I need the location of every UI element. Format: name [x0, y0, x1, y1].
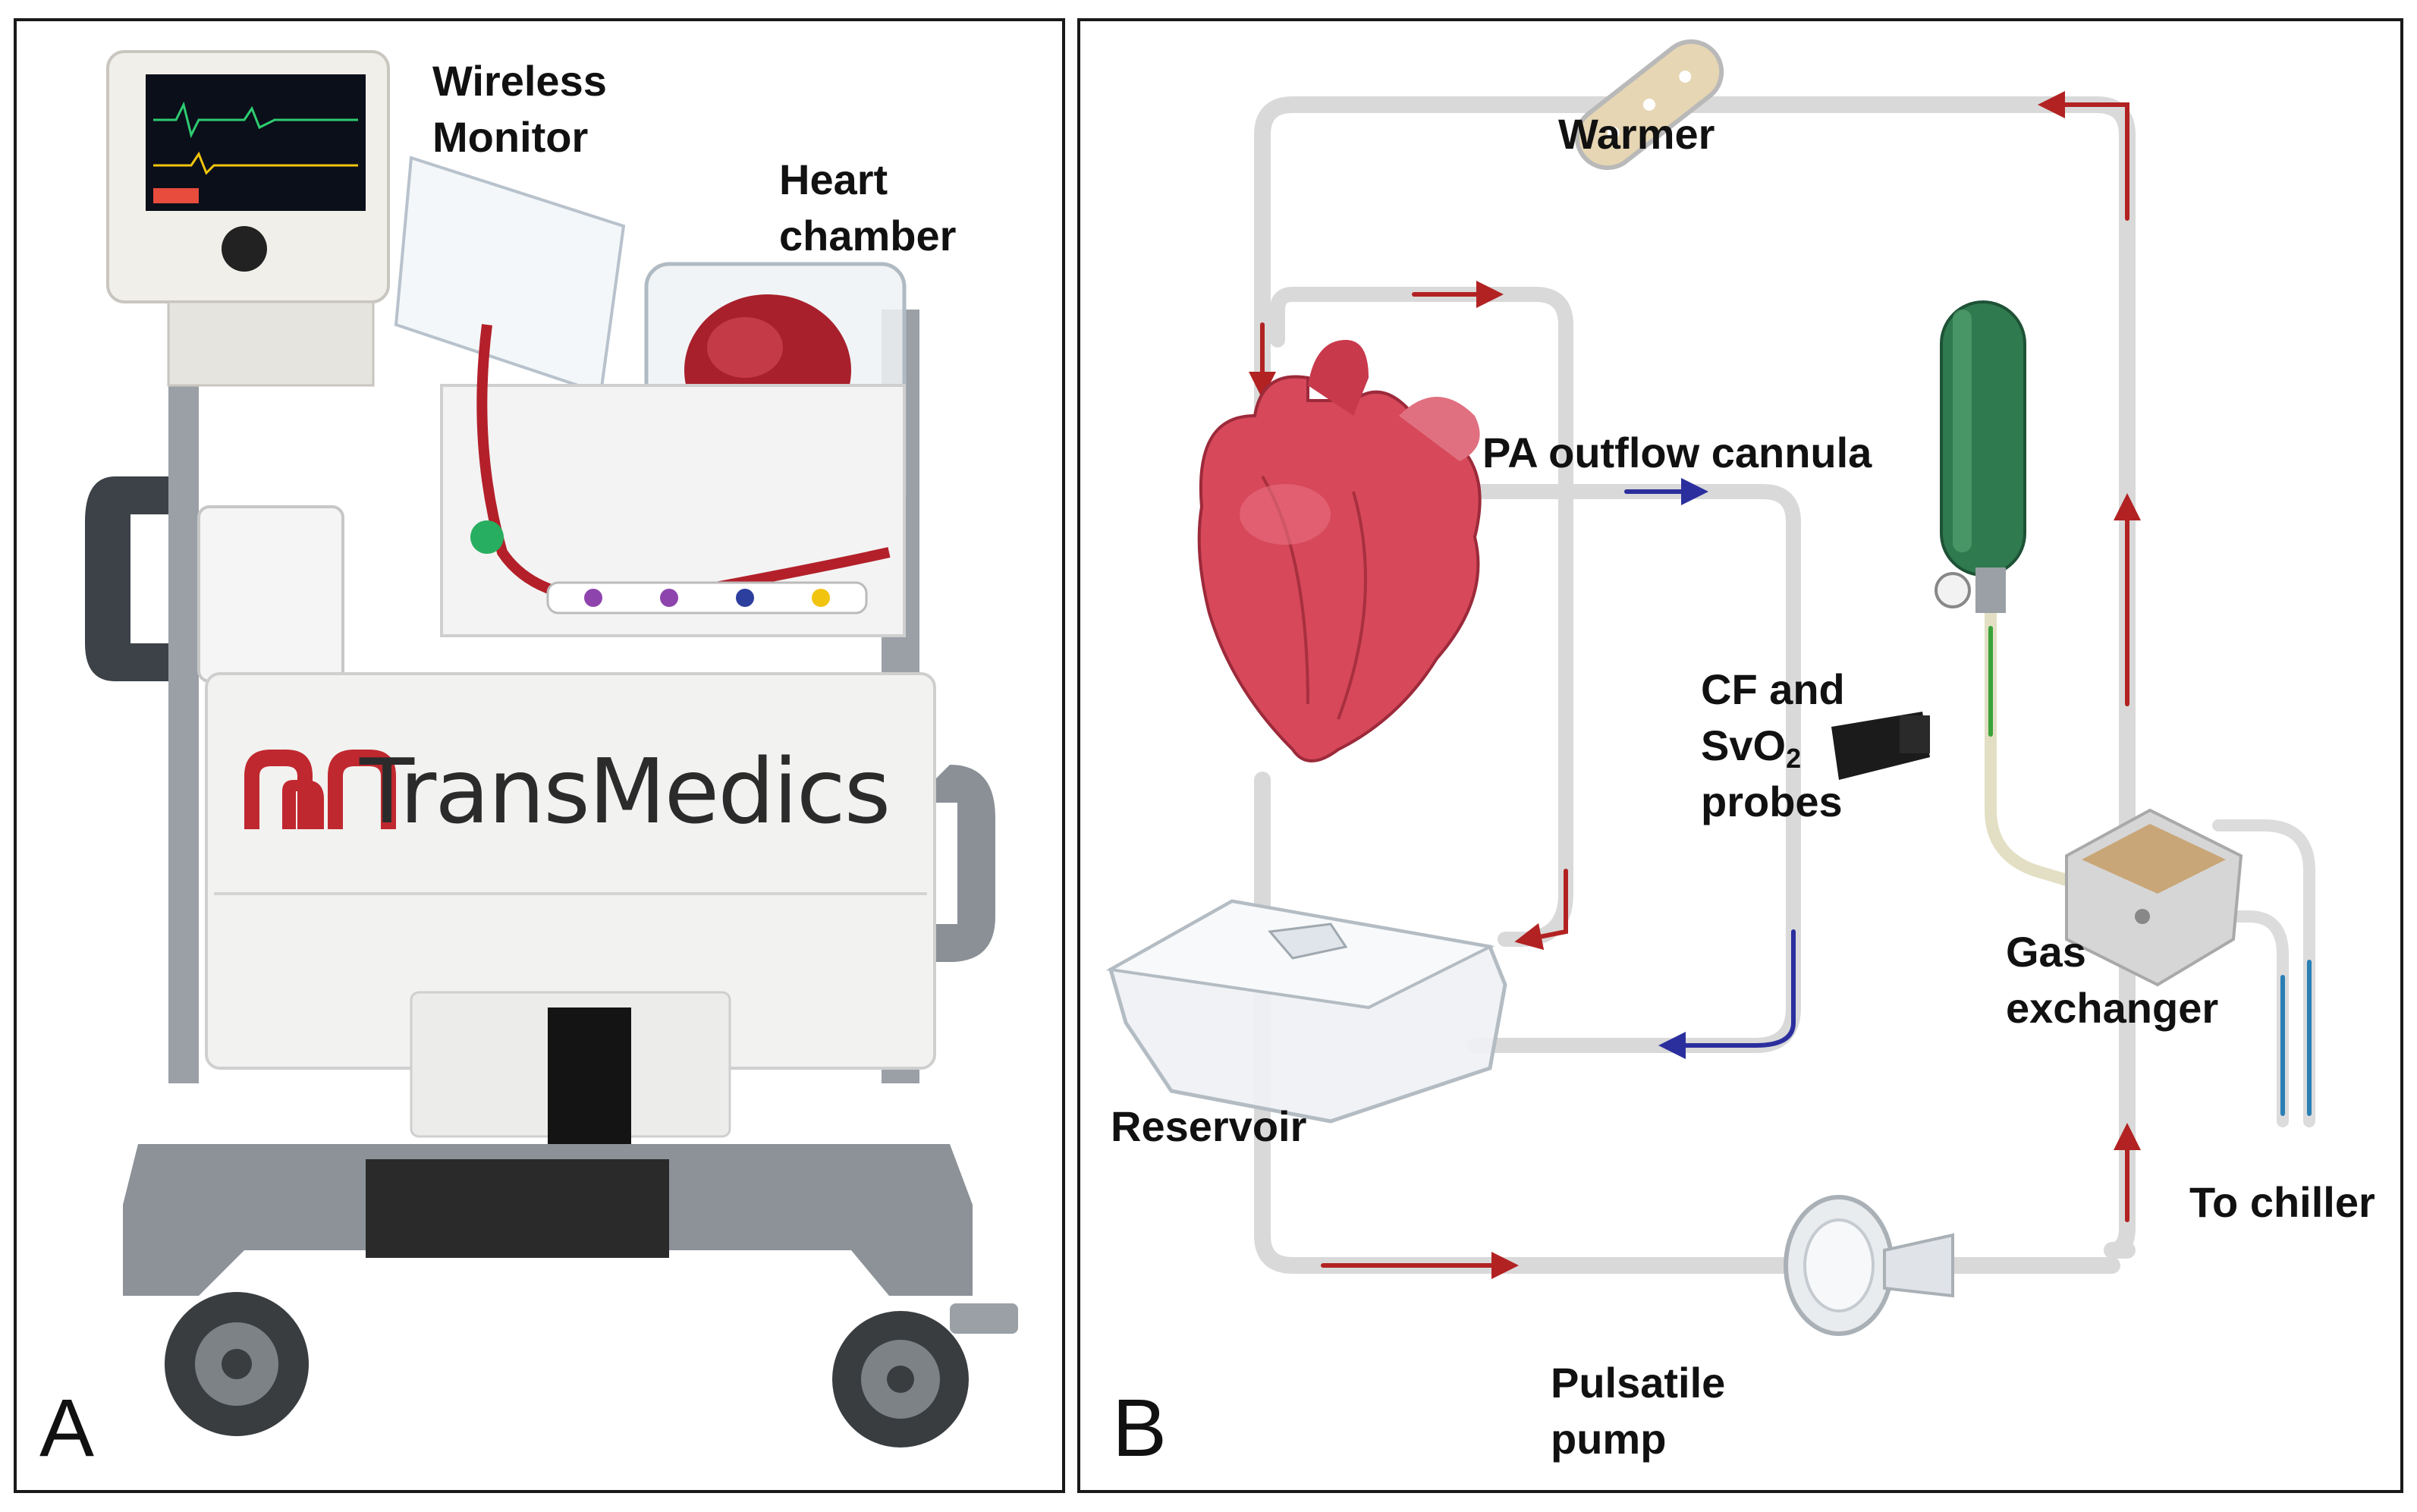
- label-exchanger: exchanger: [2006, 984, 2219, 1032]
- arrow-to-reservoir-blue: [1658, 929, 1796, 1059]
- flow-indicators: [1249, 91, 2312, 1279]
- label-to-chiller: To chiller: [2189, 1178, 2375, 1226]
- tube-oxygen-line: [1985, 592, 2118, 900]
- base-foot-pad: [366, 1159, 669, 1258]
- panel-b-circuit-diagram: Warmer PA outflow cannula CF and SvO2 pr…: [1077, 18, 2403, 1493]
- cf-svo2-probe: [1831, 712, 1930, 780]
- stopcock-4: [812, 589, 830, 607]
- reservoir-container: [1105, 899, 1507, 1124]
- chamber-lid-open: [394, 156, 626, 395]
- perfusion-circuit-schematic: [1105, 39, 2315, 1336]
- warmer-device: [1574, 39, 1724, 171]
- pulsatile-pump-device: [1784, 1195, 1954, 1336]
- transmedics-brand-text: TransMedics: [360, 739, 891, 844]
- stopcock-2: [660, 589, 678, 607]
- solution-bag-holder: [197, 505, 344, 683]
- left-handle: [85, 476, 168, 681]
- left-caster-wheel: [165, 1292, 309, 1436]
- label-monitor: Monitor: [432, 113, 589, 161]
- oxygen-connector: [470, 520, 504, 554]
- tube-reservoir-to-pump: [1254, 772, 2120, 1274]
- monitor-waveform-yellow: [153, 151, 358, 175]
- panel-letter-a: A: [39, 1382, 95, 1473]
- gas-exchanger-device: [2065, 808, 2243, 987]
- tube-chiller-in: [2212, 910, 2289, 1127]
- monitor-readout-red: [153, 188, 199, 203]
- label-warmer: Warmer: [1558, 110, 1715, 158]
- pressure-gauge: [1935, 572, 1971, 608]
- arrow-to-reservoir-red: [1514, 869, 1568, 951]
- panel-a-device-photo: TransMedics Wireless Monitor Heart chamb…: [14, 18, 1065, 1493]
- tube-arterial-top-loop: [1254, 96, 2136, 1259]
- label-svo2-base: SvO: [1701, 721, 1787, 769]
- label-wireless: Wireless: [432, 57, 607, 105]
- oxygen-cylinder: [1935, 300, 2026, 613]
- label-gas: Gas: [2006, 928, 2086, 976]
- right-caster-wheel: [832, 1311, 969, 1448]
- heart-illustration: [1197, 340, 1482, 762]
- monitor-knob: [222, 226, 267, 272]
- label-pulsatile: Pulsatile: [1551, 1359, 1726, 1407]
- arrow-top-right: [2038, 91, 2129, 221]
- right-handle: [912, 765, 995, 962]
- label-reservoir: Reservoir: [1111, 1102, 1307, 1150]
- label-probes: probes: [1701, 778, 1843, 825]
- tube-coronary-return: [1270, 287, 1573, 947]
- stopcock-3: [736, 589, 754, 607]
- label-heart: Heart: [779, 156, 888, 203]
- label-svo2-subscript: 2: [1786, 743, 1802, 774]
- monitor-waveform-green: [153, 101, 358, 139]
- monitor-mount: [167, 300, 375, 387]
- drawer-slot: [548, 1007, 631, 1144]
- label-pump: pump: [1551, 1415, 1667, 1463]
- brake-pedal: [950, 1303, 1018, 1334]
- label-pa-outflow-cannula: PA outflow cannula: [1482, 429, 1872, 476]
- tubing-manifold: [546, 581, 868, 615]
- stopcock-1: [584, 589, 602, 607]
- cart-rear-post: [168, 340, 199, 1083]
- panel-letter-b: B: [1112, 1382, 1168, 1473]
- label-chamber: chamber: [779, 212, 957, 259]
- heart-highlight: [707, 317, 783, 378]
- label-cf-and: CF and: [1701, 665, 1845, 713]
- ocs-heart-device-illustration: [85, 50, 1018, 1448]
- tube-chiller-out: [2212, 819, 2315, 1127]
- label-svo2: SvO2: [1701, 718, 1801, 787]
- transmedics-logo-mark: [244, 750, 396, 829]
